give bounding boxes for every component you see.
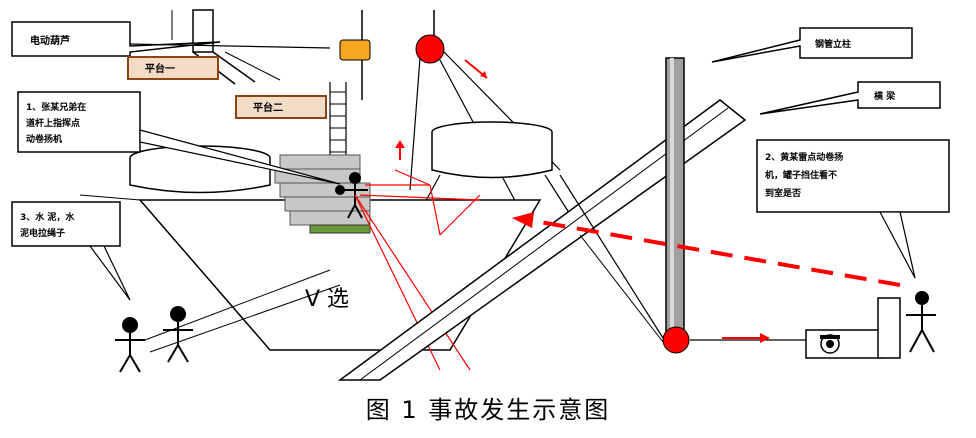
svg-text:钢管立柱: 钢管立柱: [815, 38, 851, 50]
brace-1: [212, 51, 256, 83]
worker-on-pole: [335, 172, 368, 219]
left-tank-body: [129, 158, 271, 194]
callout-crossbeam: 横 梁: [759, 81, 941, 115]
steel-column: [665, 57, 685, 341]
svg-text:横 梁: 横 梁: [874, 90, 896, 102]
bottom-pulley: [662, 326, 690, 354]
svg-text:2、黄某雷点动卷扬: 2、黄某雷点动卷扬: [765, 151, 843, 163]
callout-step1: 1、张某兄弟在 道杆上指挥点 动卷扬机: [17, 91, 141, 153]
svg-text:到室是否: 到室是否: [765, 187, 801, 199]
rope-to-tank: [559, 174, 664, 339]
svg-text:平台一: 平台一: [145, 62, 175, 75]
green-base: [309, 224, 371, 234]
top-post-left: [192, 9, 214, 53]
callout-step3-pointer: [88, 245, 131, 301]
callout-step3: 3、水 泥，水 泥电拉绳子: [11, 201, 121, 247]
worker-rope-2: [149, 284, 341, 353]
worker-left-2: [163, 306, 193, 363]
label-motor-hoist: 电动葫芦: [30, 34, 70, 47]
platform-1-label: 平台一: [127, 56, 219, 80]
worker-rope: [144, 269, 331, 341]
callout-step2: 2、黄某雷点动卷扬 机，罐子挡住看不 到室是否: [756, 139, 950, 213]
svg-text:机，罐子挡住看不: 机，罐子挡住看不: [765, 169, 837, 181]
column-highlight: [670, 58, 674, 340]
callout-steel-column: 钢管立柱: [711, 27, 913, 63]
callout-motor-hoist-pointer: [129, 43, 331, 49]
rope-2: [579, 234, 664, 343]
svg-text:平台二: 平台二: [253, 101, 283, 114]
winch-red-arrow-head: [760, 333, 770, 343]
platform-2-label: 平台二: [235, 95, 327, 119]
callout-step1-pointer: [139, 129, 341, 185]
motor-hoist-block: [339, 39, 371, 61]
hopper-edge: [79, 194, 141, 201]
top-pulley: [415, 34, 445, 64]
pulley-red-arrow-head: [480, 71, 487, 78]
svg-text:3、水 泥，水: 3、水 泥，水: [20, 211, 75, 223]
svg-text:1、张某兄弟在: 1、张某兄弟在: [26, 101, 86, 113]
sight-line-arrow: [512, 212, 534, 228]
right-tank-body: [431, 132, 553, 179]
winch-operator: [906, 291, 936, 353]
svg-text:道杆上指挥点: 道杆上指挥点: [26, 117, 80, 129]
svg-text:动卷扬机: 动卷扬机: [26, 133, 62, 145]
callout-step2-pointer: [879, 211, 916, 279]
worker-left-1: [115, 317, 145, 373]
center-label: V 选: [305, 287, 349, 312]
callout-motor-hoist: 电动葫芦: [11, 21, 221, 57]
up-arrow-head: [395, 140, 405, 148]
winch-machine: [805, 297, 901, 359]
svg-text:泥电拉绳子: 泥电拉绳子: [20, 227, 65, 239]
brace-3: [224, 51, 281, 81]
figure-caption: 图 1 事故发生示意图: [366, 396, 611, 424]
wire-rope-1: [409, 57, 421, 191]
sight-line-dashed: [539, 220, 901, 287]
